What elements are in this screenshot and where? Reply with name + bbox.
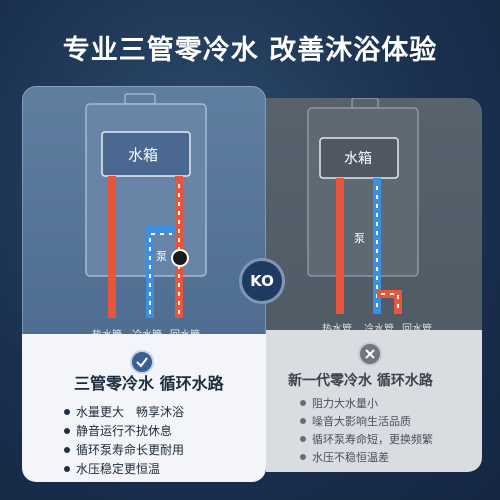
pump-label: 泵 <box>156 250 167 263</box>
three-pipe-diagram <box>85 93 207 318</box>
feature-item: 循环泵寿命长更耐用 <box>64 440 184 459</box>
three-pipe-card: 水箱 泵 热水管 冷水管 回水管 三管零冷水 循环水路 水量更大 畅享沐浴 静音… <box>22 86 266 482</box>
heater-top-cap <box>124 93 156 105</box>
single-pipe-panel-title: 新一代零冷水 循环水路 <box>288 373 433 389</box>
x-icon <box>358 342 382 366</box>
three-pipe-panel: 三管零冷水 循环水路 水量更大 畅享沐浴 静音运行不扰休息 循环泵寿命长更耐用 … <box>22 334 266 482</box>
single-pipe-feature-list: 阻力大水量小 噪音大影响生活品质 循环泵寿命短，更换频繁 水压不稳恒温差 <box>300 394 433 466</box>
bullet-icon <box>64 427 70 434</box>
feature-item: 循环泵寿命短，更换频繁 <box>300 430 433 448</box>
bullet-icon <box>64 446 70 453</box>
feature-item: 水量更大 畅享沐浴 <box>64 402 184 421</box>
check-icon <box>130 350 154 374</box>
bullet-icon <box>300 400 306 406</box>
feature-item: 水压稳定更恒温 <box>64 459 184 478</box>
heater-top-cap <box>351 98 379 109</box>
water-tank <box>319 137 399 179</box>
bullet-icon <box>300 454 306 460</box>
pump <box>171 249 189 267</box>
feature-item: 静音运行不扰休息 <box>64 421 184 440</box>
cold-water-pipe <box>146 226 175 318</box>
single-pipe-diagram <box>307 98 419 314</box>
hot-pipe-label: 热水管 <box>322 320 352 335</box>
three-pipe-panel-title: 三管零冷水 循环水路 <box>74 374 224 393</box>
three-pipe-feature-list: 水量更大 畅享沐浴 静音运行不扰休息 循环泵寿命长更耐用 水压稳定更恒温 <box>64 402 184 478</box>
return-pipe-arrows <box>381 293 399 310</box>
ko-badge: KO <box>239 258 285 304</box>
return-pipe-label: 回水管 <box>402 320 432 335</box>
feature-item: 水压不稳恒温差 <box>300 448 433 466</box>
tank-label: 水箱 <box>128 146 159 164</box>
feature-item: 噪音大影响生活品质 <box>300 412 433 430</box>
bullet-icon <box>300 418 306 424</box>
water-tank <box>101 131 191 177</box>
cold-pipe-label: 冷水管 <box>364 320 394 335</box>
tank-label: 水箱 <box>344 151 372 167</box>
feature-item: 阻力大水量小 <box>300 394 433 412</box>
pump-label: 泵 <box>354 232 365 245</box>
page-title: 专业三管零冷水 改善沐浴体验 <box>62 35 438 66</box>
hot-water-pipe <box>336 178 344 314</box>
bullet-icon <box>300 436 306 442</box>
bullet-icon <box>64 408 70 415</box>
single-pipe-card: 水箱 泵 热水管 冷水管 回水管 新一代零冷水 循环水路 阻力大水量小 噪音大影… <box>266 98 482 472</box>
bullet-icon <box>64 465 70 472</box>
cold-water-pipe <box>373 178 381 314</box>
heater-body <box>307 107 419 277</box>
hot-water-pipe <box>108 176 116 318</box>
